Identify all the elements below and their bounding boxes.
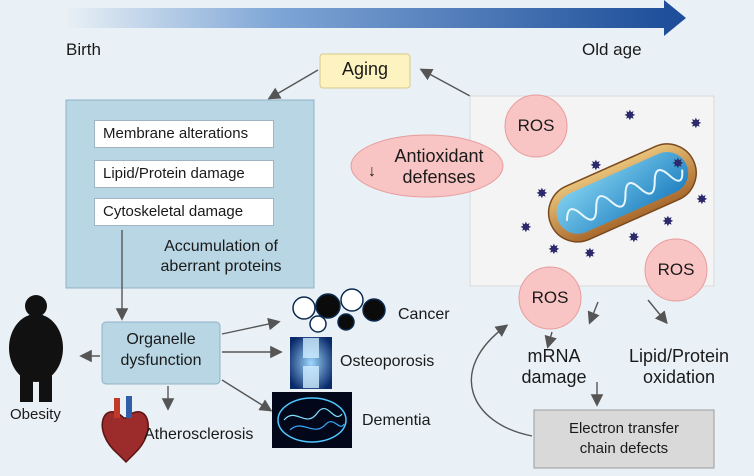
timeline-arrow [64,0,686,36]
lipid-oxidation-line2: oxidation [642,367,716,387]
ros-label-mid: ROS [531,288,569,307]
membrane-alterations-item: Membrane alterations [94,120,274,148]
svg-text:✸: ✸ [628,229,640,245]
osteoporosis-xray-image [290,337,332,389]
dementia-label: Dementia [362,412,431,429]
cancer-cells-image [292,288,386,333]
mrna-line1: mRNA [527,346,581,366]
svg-text:✸: ✸ [590,157,602,173]
antioxidant-line1: Antioxidant [394,146,484,166]
svg-text:✸: ✸ [548,241,560,257]
organelle-line2: dysfunction [120,352,202,369]
mrna-line2: damage [521,367,587,387]
mitochondrion-image [547,143,697,243]
svg-text:✸: ✸ [520,219,532,235]
osteoporosis-label: Osteoporosis [340,353,435,370]
etc-line1: Electron transfer [568,420,680,437]
dementia-brain-image [272,392,352,448]
cancer-label: Cancer [398,306,450,323]
svg-text:✸: ✸ [662,213,674,229]
lipid-protein-damage-item: Lipid/Protein damage [94,160,274,188]
svg-text:✸: ✸ [696,191,708,207]
ros-label-top: ROS [517,116,555,135]
ros-circle-mid [518,266,582,330]
aging-label: Aging [341,59,389,79]
organelle-box [101,321,221,385]
accumulation-line1: Accumulation of [164,238,278,255]
etc-line2: chain defects [579,440,669,457]
antioxidant-ellipse [350,134,504,198]
timeline-start-label: Birth [66,40,101,59]
timeline-end-label: Old age [582,40,642,59]
accumulation-line2: aberrant proteins [160,258,282,275]
ros-particles: ✸ ✸ ✸ ✸ ✸ ✸ ✸ ✸ ✸ ✸ ✸ [520,107,708,261]
svg-text:✸: ✸ [690,115,702,131]
obesity-silhouette-image [9,295,63,402]
svg-text:✸: ✸ [624,107,636,123]
organelle-line1: Organelle [126,331,196,348]
atherosclerosis-label: Atherosclerosis [144,426,254,443]
cytoskeletal-damage-item: Cytoskeletal damage [94,198,274,226]
svg-text:✸: ✸ [536,185,548,201]
heart-image [101,396,149,464]
svg-text:✸: ✸ [672,155,684,171]
antioxidant-line2: defenses [402,167,476,187]
ros-label-right: ROS [657,260,695,279]
aging-box [319,53,411,89]
etc-box [533,409,715,469]
ros-circle-right [644,238,708,302]
ros-circle-top [504,94,568,158]
svg-text:✸: ✸ [584,245,596,261]
antioxidant-down-arrow: ↓ [368,163,376,180]
lipid-oxidation-line1: Lipid/Protein [628,346,730,366]
obesity-label: Obesity [10,406,61,423]
